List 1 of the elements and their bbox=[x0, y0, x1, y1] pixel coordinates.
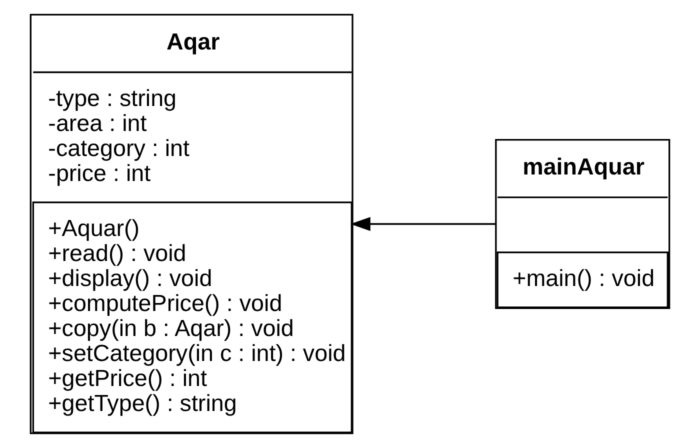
arrow bbox=[350, 216, 496, 232]
